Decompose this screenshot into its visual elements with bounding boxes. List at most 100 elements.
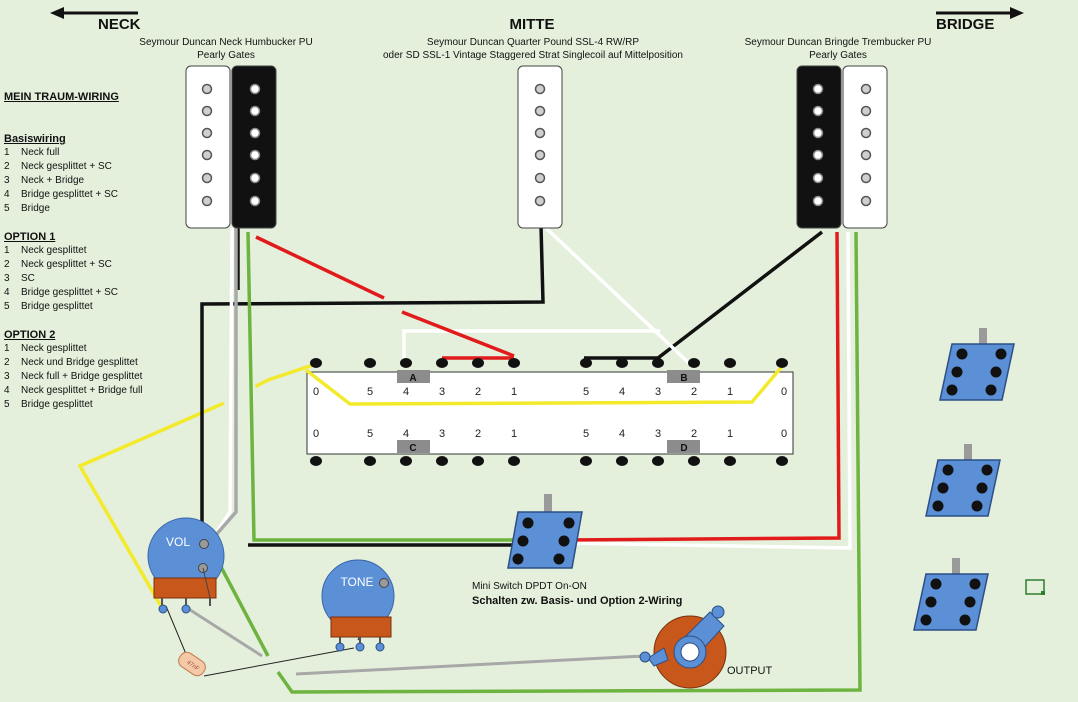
svg-text:0: 0 xyxy=(313,386,319,398)
output-label: OUTPUT xyxy=(727,665,773,677)
wire-black-bridge xyxy=(584,230,824,360)
svg-text:2: 2 xyxy=(475,386,481,398)
wire-green-neck xyxy=(246,231,520,542)
wafer-d-box xyxy=(667,440,700,453)
wafer-a-label: A xyxy=(409,373,416,384)
middle-pickup-alt: oder SD SSL-1 Vintage Staggered Strat Si… xyxy=(383,50,683,61)
mini-switch-description: Schalten zw. Basis- und Option 2-Wiring xyxy=(472,595,683,607)
wafer-b-box xyxy=(667,370,700,383)
cell-cursor-icon xyxy=(1025,579,1045,595)
wire-yellow-left xyxy=(267,362,317,382)
wafer-c-box xyxy=(397,440,430,453)
wire-cap-thin xyxy=(203,647,355,677)
svg-text:4: 4 xyxy=(619,386,625,398)
svg-text:0: 0 xyxy=(313,428,319,440)
capacitor-icon: 47nF xyxy=(178,651,206,677)
bridge-humbucker-pickup xyxy=(796,65,888,229)
bridge-pickup-model: Pearly Gates xyxy=(809,50,867,61)
sidebar-title: MEIN TRAUM-WIRING xyxy=(4,91,119,103)
svg-text:2: 2 xyxy=(691,428,697,440)
wafer-d-label: D xyxy=(680,443,687,454)
spare-switch-1[interactable] xyxy=(939,328,1015,401)
spare-switch-3[interactable] xyxy=(913,558,989,631)
neck-pickup-name: Seymour Duncan Neck Humbucker PU xyxy=(139,37,313,48)
svg-text:1: 1 xyxy=(511,386,517,398)
svg-text:3: 3 xyxy=(655,428,661,440)
header-neck: NECK xyxy=(98,16,141,33)
wafer-b-label: B xyxy=(680,373,687,384)
wire-white-mid2 xyxy=(402,329,660,364)
wire-red-bridge xyxy=(563,231,841,542)
neck-humbucker-pickup xyxy=(185,65,277,229)
volume-pot[interactable]: VOL xyxy=(147,517,225,614)
volume-label: VOL xyxy=(166,535,190,549)
header-bridge: BRIDGE xyxy=(936,16,995,33)
svg-text:3: 3 xyxy=(439,386,445,398)
basis-heading: Basiswiring xyxy=(4,133,66,145)
output-jack[interactable] xyxy=(639,605,727,689)
wire-green-bridge xyxy=(276,231,862,694)
svg-text:5: 5 xyxy=(583,386,589,398)
wire-black-middle xyxy=(200,225,545,545)
wire-yellow-link xyxy=(221,378,269,406)
tone-pot[interactable]: TONE xyxy=(321,559,395,652)
svg-text:5: 5 xyxy=(367,386,373,398)
neck-pickup-model: Pearly Gates xyxy=(197,50,255,61)
wire-red-neck2 xyxy=(401,310,515,358)
svg-text:1: 1 xyxy=(727,428,733,440)
wafer-c-label: C xyxy=(409,443,416,454)
svg-text:5: 5 xyxy=(367,428,373,440)
wire-cap-lead xyxy=(165,605,187,655)
neck-arrow-icon xyxy=(50,7,138,19)
wire-yellow-vol xyxy=(77,402,223,609)
svg-text:4: 4 xyxy=(619,428,625,440)
middle-singlecoil-pickup xyxy=(517,65,563,229)
wire-gray-ground1 xyxy=(183,604,263,658)
selector-top-numbers: 0 5 4 3 2 1 5 4 3 2 1 0 xyxy=(313,386,787,398)
wire-red-neck xyxy=(255,235,385,300)
selector-top-lugs xyxy=(310,358,788,368)
svg-text:3: 3 xyxy=(439,428,445,440)
option1-heading: OPTION 1 xyxy=(4,231,56,243)
bridge-pickup-name: Seymour Duncan Bringde Trembucker PU xyxy=(744,37,932,48)
svg-text:1: 1 xyxy=(511,428,517,440)
svg-text:0: 0 xyxy=(781,428,787,440)
spare-switch-2[interactable] xyxy=(925,444,1001,517)
mini-switch-label: Mini Switch DPDT On-ON xyxy=(472,581,587,592)
wafer-a-box xyxy=(397,370,430,383)
svg-text:4: 4 xyxy=(403,386,409,398)
svg-text:0: 0 xyxy=(781,386,787,398)
mini-switch-dpdt[interactable] xyxy=(507,494,583,569)
tone-label: TONE xyxy=(340,575,373,589)
selector-switch-body xyxy=(306,371,794,455)
wire-yellow-selector xyxy=(304,362,786,406)
svg-text:2: 2 xyxy=(475,428,481,440)
wire-gray-neck xyxy=(206,228,238,546)
svg-text:4: 4 xyxy=(403,428,409,440)
selector-bottom-numbers: 0 5 4 3 2 1 5 4 3 2 1 0 xyxy=(313,428,787,440)
wire-white-middle xyxy=(544,226,692,366)
svg-text:2: 2 xyxy=(691,386,697,398)
svg-text:3: 3 xyxy=(655,386,661,398)
svg-text:5: 5 xyxy=(583,428,589,440)
selector-bottom-lugs xyxy=(310,456,788,466)
